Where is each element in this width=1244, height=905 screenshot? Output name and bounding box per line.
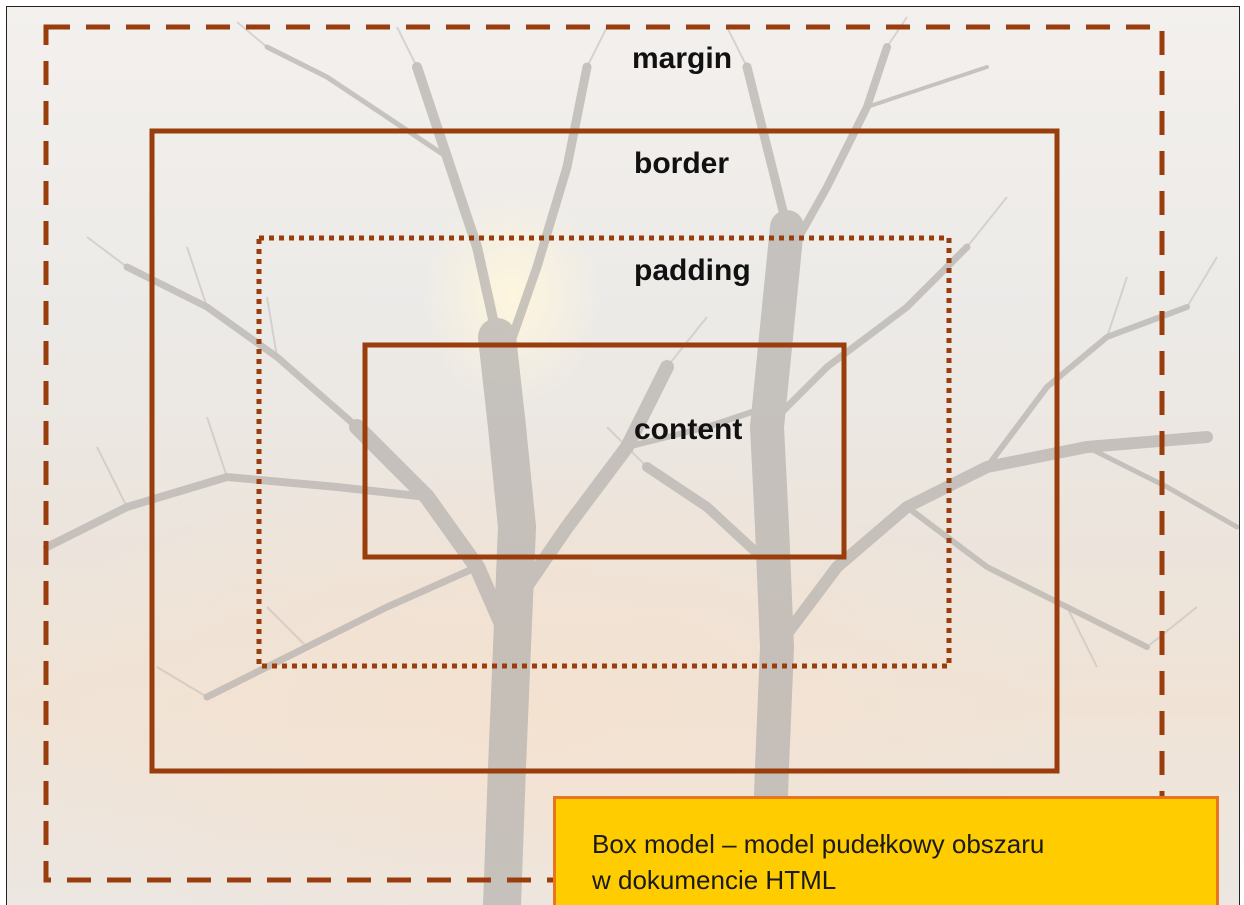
- caption-box: Box model – model pudełkowy obszaru w do…: [553, 796, 1219, 905]
- border-label: border: [634, 147, 730, 180]
- margin-box: [43, 24, 1165, 883]
- caption-line-1: Box model – model pudełkowy obszaru: [592, 829, 1045, 859]
- padding-label: padding: [634, 254, 751, 287]
- tree-background-photo: [6, 6, 1240, 905]
- margin-label: margin: [632, 42, 733, 75]
- tree-silhouette-icon: [43, 16, 1239, 905]
- padding-box: [256, 235, 952, 669]
- content-box: [362, 342, 847, 560]
- caption-line-2: w dokumencie HTML: [592, 865, 837, 895]
- border-box: [149, 128, 1060, 774]
- content-label: content: [634, 413, 743, 446]
